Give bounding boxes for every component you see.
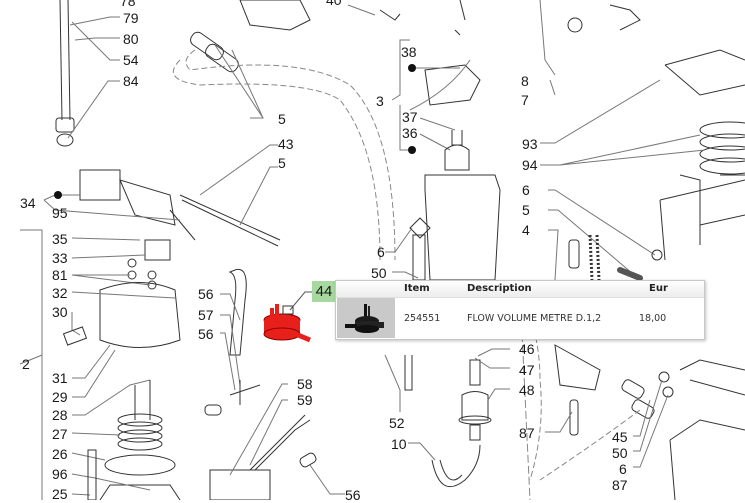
solenoid bbox=[79, 169, 121, 201]
cap-84 bbox=[56, 133, 74, 147]
contact-35 bbox=[144, 239, 171, 261]
part-label-37[interactable]: 37 bbox=[402, 109, 418, 125]
flow-meter-photo-icon bbox=[337, 298, 395, 338]
part-label-78[interactable]: 78 bbox=[120, 0, 136, 9]
part-item-number: 254551 bbox=[404, 313, 441, 324]
part-label-6[interactable]: 6 bbox=[619, 461, 627, 477]
part-label-40[interactable]: 40 bbox=[326, 0, 342, 8]
rod-43 bbox=[179, 194, 281, 247]
part-label-94[interactable]: 94 bbox=[522, 157, 538, 173]
part-label-56[interactable]: 56 bbox=[198, 326, 214, 342]
part-label-5[interactable]: 5 bbox=[522, 202, 530, 218]
tube-5a bbox=[190, 31, 224, 61]
part-description: FLOW VOLUME METRE D.1,2 bbox=[467, 313, 602, 324]
hose-10 bbox=[431, 444, 481, 488]
part-label-56[interactable]: 56 bbox=[198, 286, 214, 302]
part-label-84[interactable]: 84 bbox=[123, 73, 139, 89]
part-label-2[interactable]: 2 bbox=[22, 356, 30, 372]
part-label-25[interactable]: 25 bbox=[52, 486, 68, 502]
part-label-59[interactable]: 59 bbox=[297, 392, 313, 408]
part-label-27[interactable]: 27 bbox=[52, 426, 68, 442]
part-label-48[interactable]: 48 bbox=[519, 382, 535, 398]
column-header-price: Eur bbox=[649, 283, 668, 294]
part-label-28[interactable]: 28 bbox=[52, 407, 68, 423]
column-header-item: Item bbox=[404, 283, 430, 294]
part-label-47[interactable]: 47 bbox=[519, 362, 535, 378]
valve-body bbox=[239, 0, 311, 31]
part-label-7[interactable]: 7 bbox=[521, 92, 529, 108]
flow-meter-highlighted bbox=[263, 304, 311, 343]
part-label-79[interactable]: 79 bbox=[123, 10, 139, 26]
part-label-26[interactable]: 26 bbox=[52, 446, 68, 462]
pipe-54 bbox=[59, 0, 71, 121]
part-price: 18,00 bbox=[639, 313, 667, 324]
filter-48 bbox=[461, 391, 489, 421]
part-label-56[interactable]: 56 bbox=[345, 487, 361, 503]
part-label-45[interactable]: 45 bbox=[612, 429, 628, 445]
part-label-81[interactable]: 81 bbox=[52, 267, 68, 283]
part-label-43[interactable]: 43 bbox=[278, 136, 294, 152]
part-label-8[interactable]: 8 bbox=[521, 73, 529, 89]
part-label-6[interactable]: 6 bbox=[522, 182, 530, 198]
part-label-3[interactable]: 3 bbox=[376, 93, 384, 109]
part-label-50[interactable]: 50 bbox=[612, 445, 628, 461]
part-label-5[interactable]: 5 bbox=[278, 111, 286, 127]
part-label-10[interactable]: 10 bbox=[391, 436, 407, 452]
part-label-5[interactable]: 5 bbox=[278, 155, 286, 171]
part-label-87[interactable]: 87 bbox=[612, 477, 628, 493]
part-info-popup: Item Description Eur 254551 FLOW VOLUME … bbox=[335, 280, 705, 340]
tube-5b bbox=[205, 43, 239, 73]
bracket-47 bbox=[554, 344, 601, 391]
motor-block bbox=[209, 469, 271, 500]
frame-93 bbox=[664, 49, 745, 96]
knob-8 bbox=[567, 17, 583, 33]
part-label-96[interactable]: 96 bbox=[52, 466, 68, 482]
part-label-34[interactable]: 34 bbox=[20, 195, 36, 211]
part-label-57[interactable]: 57 bbox=[198, 307, 214, 323]
part-label-32[interactable]: 32 bbox=[52, 285, 68, 301]
pipe-nut bbox=[55, 117, 75, 133]
part-label-95[interactable]: 95 bbox=[52, 205, 68, 221]
boiler-frame bbox=[659, 179, 745, 261]
bullet bbox=[54, 191, 62, 199]
part-label-36[interactable]: 36 bbox=[402, 125, 418, 141]
part-label-54[interactable]: 54 bbox=[123, 52, 139, 68]
part-label-80[interactable]: 80 bbox=[123, 31, 139, 47]
part-label-31[interactable]: 31 bbox=[52, 370, 68, 386]
valve-52 bbox=[404, 355, 413, 391]
part-label-46[interactable]: 46 bbox=[519, 341, 535, 357]
part-label-93[interactable]: 93 bbox=[522, 136, 538, 152]
part-label-35[interactable]: 35 bbox=[52, 231, 68, 247]
popup-header: Item Description Eur bbox=[336, 281, 704, 298]
part-label-38[interactable]: 38 bbox=[401, 44, 417, 60]
part-label-58[interactable]: 58 bbox=[297, 376, 313, 392]
boiler-cap bbox=[99, 282, 181, 348]
part-label-4[interactable]: 4 bbox=[522, 222, 530, 238]
part-label-44-highlighted[interactable]: 44 bbox=[312, 281, 336, 302]
part-label-33[interactable]: 33 bbox=[52, 250, 68, 266]
drip-tray bbox=[669, 419, 745, 500]
part-label-50[interactable]: 50 bbox=[371, 265, 387, 281]
hose-56 bbox=[228, 268, 247, 356]
part-label-30[interactable]: 30 bbox=[52, 304, 68, 320]
part-label-6[interactable]: 6 bbox=[377, 244, 385, 260]
column-header-description: Description bbox=[467, 283, 532, 294]
reservoir-lid bbox=[424, 64, 481, 106]
part-label-29[interactable]: 29 bbox=[52, 389, 68, 405]
part-label-52[interactable]: 52 bbox=[389, 415, 405, 431]
water-tank bbox=[424, 174, 501, 281]
part-label-87[interactable]: 87 bbox=[519, 425, 535, 441]
microswitch-40 bbox=[379, 9, 401, 21]
